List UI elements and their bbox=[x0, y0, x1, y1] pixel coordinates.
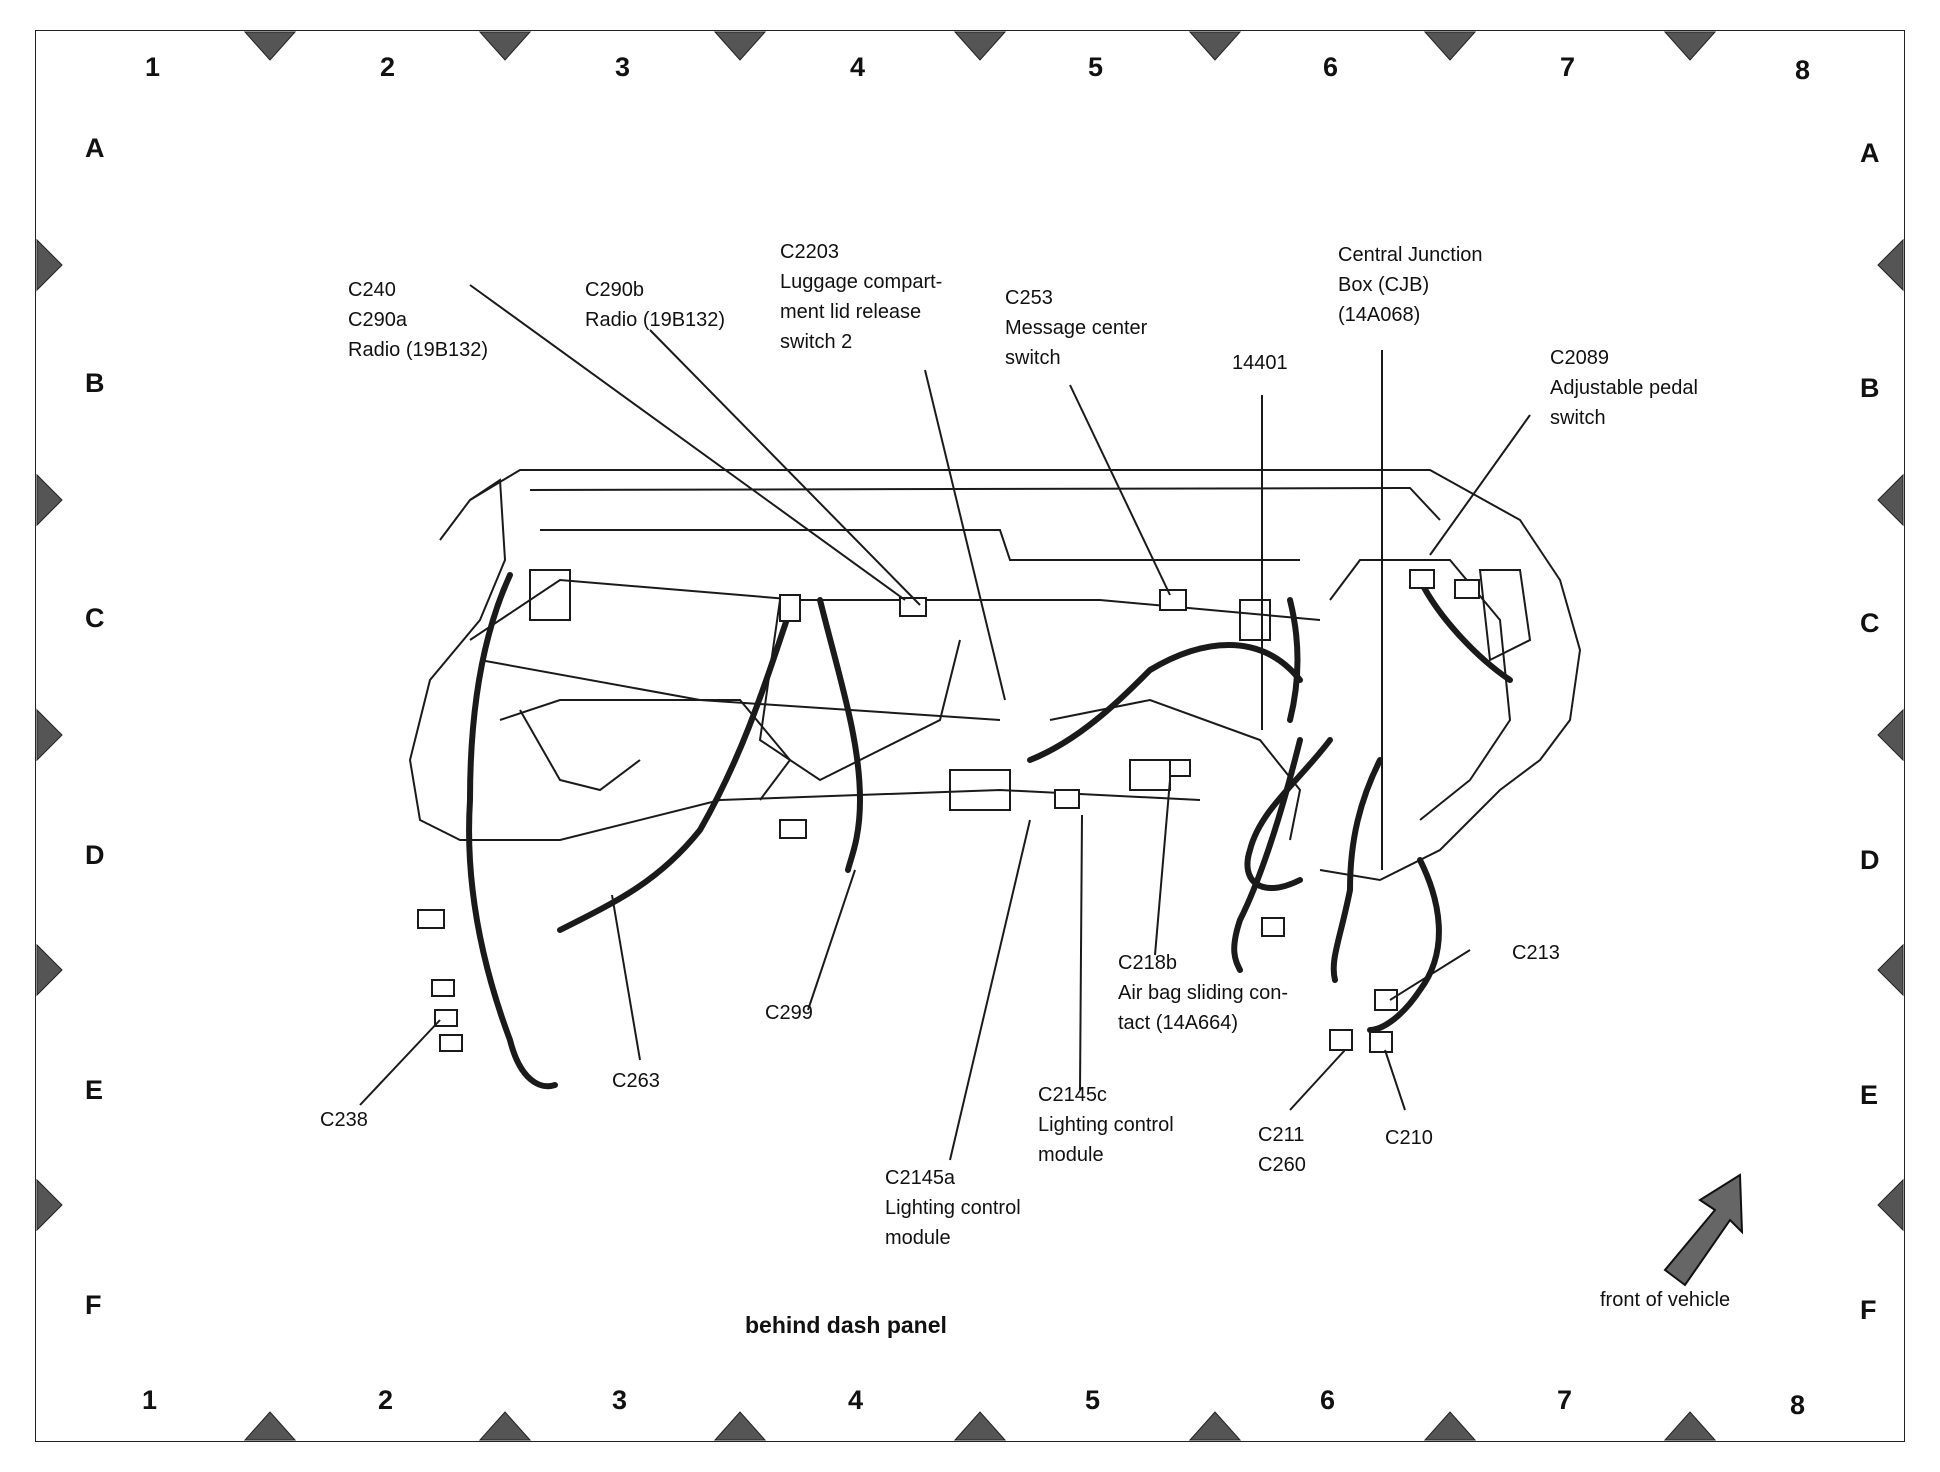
grid-col-5-bottom: 5 bbox=[1085, 1385, 1101, 1415]
grid-row-f-right: F bbox=[1860, 1295, 1877, 1325]
grid-col-6-bottom: 6 bbox=[1320, 1385, 1336, 1415]
callout-c213: C213 bbox=[1512, 938, 1560, 968]
grid-row-b-left: B bbox=[85, 368, 105, 398]
callout-line: C290a bbox=[348, 309, 407, 331]
grid-row-d-right: D bbox=[1860, 845, 1880, 875]
callout-14401: 14401 bbox=[1232, 348, 1288, 378]
callout-line: C290b bbox=[585, 279, 644, 301]
diagram-frame bbox=[35, 30, 1905, 1442]
callout-line: C263 bbox=[612, 1070, 660, 1092]
callout-c2203: C2203 Luggage compart- ment lid release … bbox=[780, 237, 942, 357]
callout-line: Lighting control bbox=[1038, 1114, 1174, 1136]
callout-line: C299 bbox=[765, 1002, 813, 1024]
callout-c238: C238 bbox=[320, 1105, 368, 1135]
grid-col-7-top: 7 bbox=[1560, 52, 1576, 82]
grid-col-1-bottom: 1 bbox=[142, 1385, 158, 1415]
grid-row-b-right: B bbox=[1860, 373, 1880, 403]
grid-row-e-right: E bbox=[1860, 1080, 1879, 1110]
grid-row-c-left: C bbox=[85, 603, 105, 633]
callout-line: C253 bbox=[1005, 287, 1053, 309]
callout-line: Lighting control bbox=[885, 1197, 1021, 1219]
grid-col-3-top: 3 bbox=[615, 52, 631, 82]
callout-line: C211 bbox=[1258, 1124, 1305, 1146]
callout-line: switch bbox=[1005, 347, 1061, 369]
grid-col-6-top: 6 bbox=[1323, 52, 1339, 82]
callout-line: C2089 bbox=[1550, 347, 1609, 369]
leader-lines bbox=[359, 284, 1531, 1161]
grid-col-8-top: 8 bbox=[1795, 55, 1811, 85]
grid-col-5-top: 5 bbox=[1088, 52, 1104, 82]
callout-c218b: C218b Air bag sliding con- tact (14A664) bbox=[1118, 948, 1288, 1038]
callout-line: (14A068) bbox=[1338, 304, 1421, 326]
callout-c2145c: C2145c Lighting control module bbox=[1038, 1080, 1174, 1170]
callout-line: Box (CJB) bbox=[1338, 274, 1430, 296]
callout-c240: C240 C290a Radio (19B132) bbox=[348, 275, 488, 365]
callout-line: C213 bbox=[1512, 942, 1560, 964]
grid-col-4-bottom: 4 bbox=[848, 1385, 864, 1415]
callout-line: C2145c bbox=[1038, 1084, 1107, 1106]
callout-c211: C211 C260 bbox=[1258, 1120, 1306, 1180]
callout-line: tact (14A664) bbox=[1118, 1012, 1239, 1034]
grid-markers bbox=[36, 31, 1904, 1441]
callout-line: Air bag sliding con- bbox=[1118, 982, 1289, 1004]
connectors bbox=[417, 569, 1480, 1053]
grid-col-4-top: 4 bbox=[850, 52, 866, 82]
callout-line: C238 bbox=[320, 1109, 368, 1131]
callout-line: 14401 bbox=[1232, 352, 1288, 374]
wire-harnesses bbox=[466, 572, 1513, 1090]
grid-row-d-left: D bbox=[85, 840, 105, 870]
callout-c210: C210 bbox=[1385, 1123, 1433, 1153]
callout-line: C2203 bbox=[780, 241, 839, 263]
callout-c299: C299 bbox=[765, 998, 813, 1028]
grid-col-1-top: 1 bbox=[145, 52, 161, 82]
callout-line: Radio (19B132) bbox=[585, 309, 726, 331]
grid-col-2-top: 2 bbox=[380, 52, 396, 82]
front-arrow-icon bbox=[1663, 1173, 1744, 1287]
callout-line: switch 2 bbox=[780, 331, 853, 353]
grid-col-8-bottom: 8 bbox=[1790, 1390, 1806, 1420]
front-of-vehicle-label: front of vehicle bbox=[1600, 1289, 1731, 1311]
dash-panel bbox=[408, 469, 1582, 882]
callout-line: Central Junction bbox=[1338, 244, 1483, 266]
grid-row-e-left: E bbox=[85, 1075, 104, 1105]
callout-line: module bbox=[885, 1227, 951, 1249]
callout-line: C260 bbox=[1258, 1154, 1306, 1176]
callout-cjb: Central Junction Box (CJB) (14A068) bbox=[1338, 240, 1483, 330]
callout-c263: C263 bbox=[612, 1066, 660, 1096]
grid-col-3-bottom: 3 bbox=[612, 1385, 628, 1415]
grid-row-a-right: A bbox=[1860, 138, 1880, 168]
grid-col-2-bottom: 2 bbox=[378, 1385, 394, 1415]
callout-c2089: C2089 Adjustable pedal switch bbox=[1550, 343, 1698, 433]
grid-col-7-bottom: 7 bbox=[1557, 1385, 1573, 1415]
grid-row-f-left: F bbox=[85, 1290, 102, 1320]
callout-c2145a: C2145a Lighting control module bbox=[885, 1163, 1021, 1253]
callout-line: module bbox=[1038, 1144, 1104, 1166]
callout-c253: C253 Message center switch bbox=[1005, 283, 1147, 373]
grid-row-a-left: A bbox=[85, 133, 105, 163]
callout-c290b: C290b Radio (19B132) bbox=[585, 275, 725, 335]
callout-line: C240 bbox=[348, 279, 396, 301]
callout-line: C2145a bbox=[885, 1167, 956, 1189]
callout-line: C210 bbox=[1385, 1127, 1433, 1149]
callout-line: ment lid release bbox=[780, 301, 922, 323]
diagram-title: behind dash panel bbox=[745, 1312, 947, 1338]
callout-line: Message center bbox=[1005, 317, 1148, 339]
callout-line: Radio (19B132) bbox=[348, 339, 489, 361]
callout-line: Luggage compart- bbox=[780, 271, 943, 293]
grid-row-c-right: C bbox=[1860, 608, 1880, 638]
callout-line: switch bbox=[1550, 407, 1606, 429]
callout-line: Adjustable pedal bbox=[1550, 377, 1698, 399]
callout-line: C218b bbox=[1118, 952, 1177, 974]
